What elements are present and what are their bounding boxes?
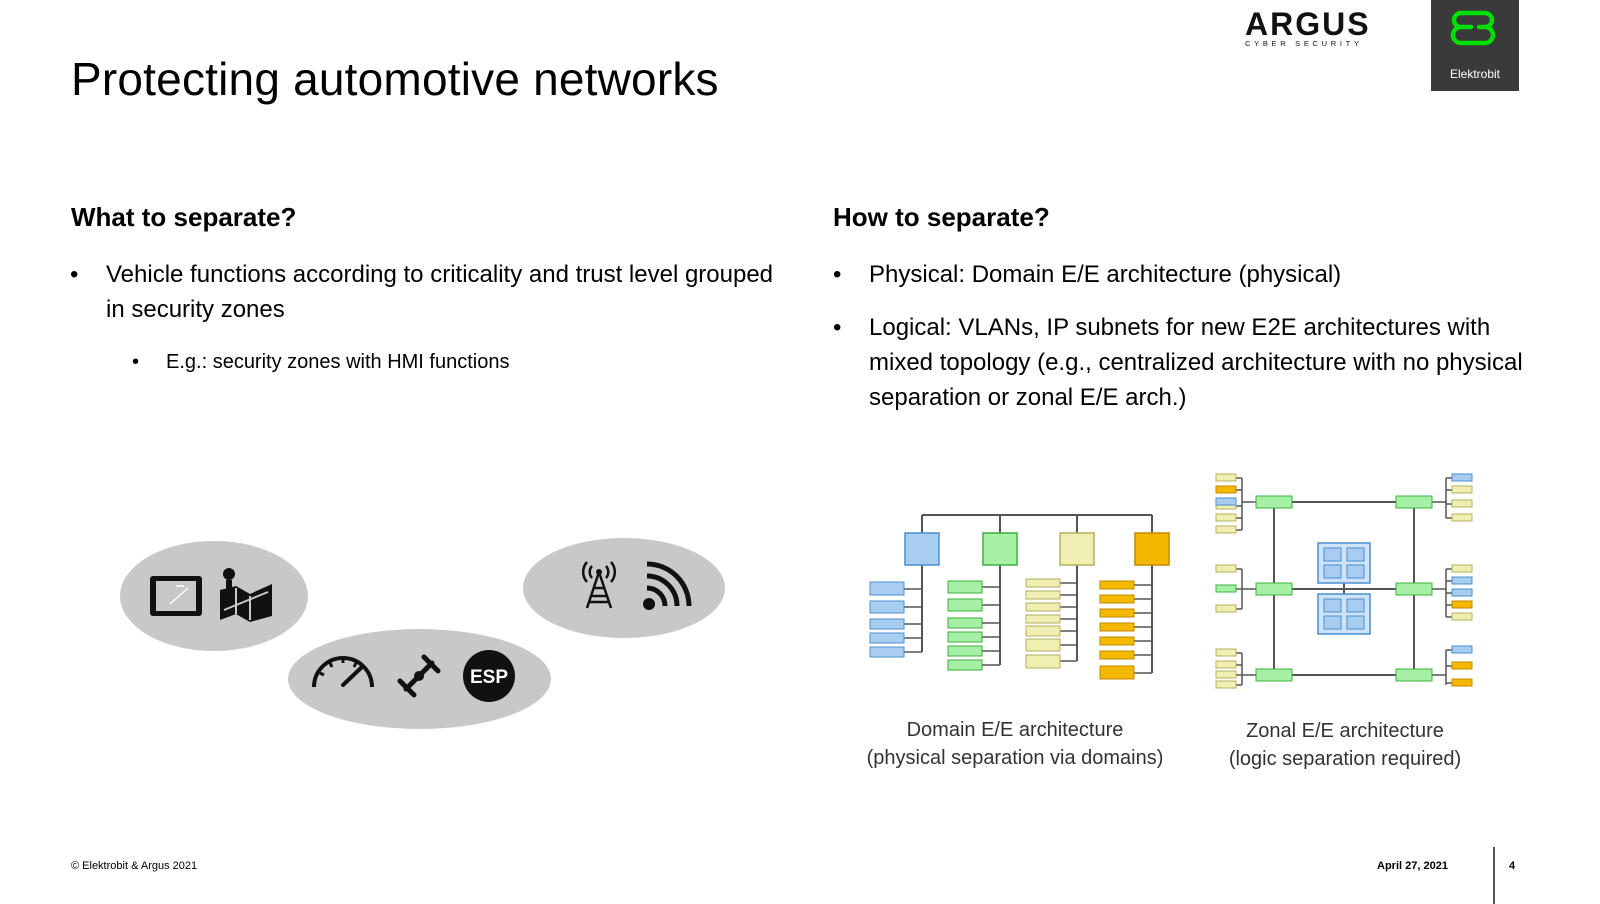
right-bullet-physical: • Physical: Domain E/E architecture (phy… (833, 257, 1529, 292)
footer-copyright: © Elektrobit & Argus 2021 (71, 860, 198, 872)
left-bullet-text: Vehicle functions according to criticali… (106, 261, 774, 323)
domain-caption-line1: Domain E/E architecture (906, 719, 1124, 741)
bullet-dot: • (833, 261, 842, 288)
left-heading: What to separate? (71, 202, 297, 232)
argus-logo-tagline: CYBER SECURITY (1245, 39, 1363, 48)
page-number: 4 (1509, 860, 1516, 872)
left-sub-bullet: • E.g.: security zones with HMI function… (132, 348, 766, 376)
domain-architecture-diagram (869, 514, 1170, 680)
elektrobit-logo: Elektrobit (1431, 0, 1519, 91)
chassis-icon (397, 654, 441, 698)
elektrobit-logo-name: Elektrobit (1449, 67, 1501, 81)
antenna-tower-icon (582, 561, 616, 609)
left-sub-bullet-text: E.g.: security zones with HMI functions (166, 351, 510, 373)
hmi-zone (120, 541, 308, 651)
domain-diagram-caption: Domain E/E architecture (physical separa… (855, 716, 1175, 772)
right-bullet-text: Logical: VLANs, IP subnets for new E2E a… (869, 314, 1523, 411)
elektrobit-mark-icon (1450, 10, 1496, 46)
chassis-zone: ESP (288, 629, 551, 729)
esp-label: ESP (470, 667, 508, 688)
connectivity-zone (523, 538, 725, 638)
slide-title: Protecting automotive networks (71, 53, 719, 105)
wifi-signal-icon (643, 561, 692, 610)
argus-logo-name: ARGUS (1245, 6, 1371, 42)
bullet-dot: • (132, 351, 140, 373)
right-heading: How to separate? (833, 202, 1050, 232)
tablet-icon (150, 576, 202, 616)
bullet-dot: • (833, 314, 842, 341)
footer-divider (1493, 847, 1495, 904)
zonal-caption-line1: Zonal E/E architecture (1246, 720, 1444, 742)
left-bullet: • Vehicle functions according to critica… (70, 257, 776, 327)
esp-icon: ESP (463, 650, 515, 702)
map-icon (220, 568, 272, 622)
bullet-dot: • (70, 261, 79, 288)
zonal-diagram-caption: Zonal E/E architecture (logic separation… (1200, 717, 1490, 773)
argus-logo: ARGUS CYBER SECURITY (1245, 6, 1371, 48)
right-bullet-text: Physical: Domain E/E architecture (physi… (869, 261, 1342, 288)
zonal-architecture-diagram (1215, 473, 1473, 689)
domain-caption-line2: (physical separation via domains) (866, 747, 1164, 769)
zonal-caption-line2: (logic separation required) (1228, 748, 1462, 770)
central-compute-unit (1317, 542, 1371, 635)
right-bullet-logical: • Logical: VLANs, IP subnets for new E2E… (833, 310, 1529, 415)
footer-date: April 27, 2021 (1377, 860, 1448, 872)
speedometer-icon (312, 656, 374, 688)
